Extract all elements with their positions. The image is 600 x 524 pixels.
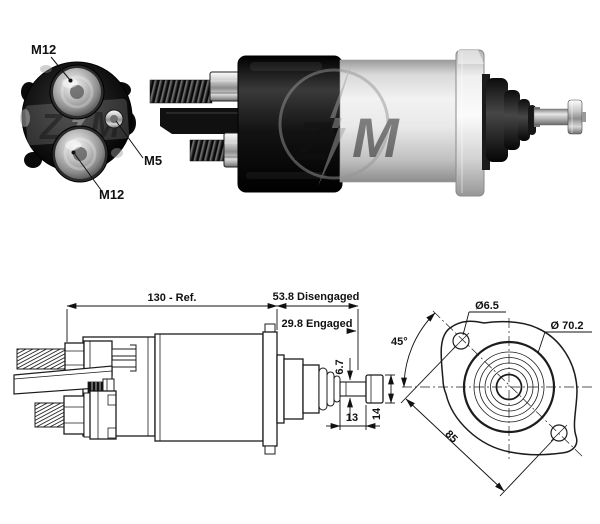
solenoid-body — [339, 59, 461, 183]
drawing-bracket-arm — [13, 365, 113, 395]
side-elevation-dimensions: 130 - Ref. 53.8 Disengaged 29.8 Engaged … — [66, 291, 395, 430]
drawing-flange — [262, 331, 278, 447]
watermark-letter-m: M — [352, 106, 400, 169]
dimension-engaged: 29.8 Engaged — [282, 318, 357, 334]
end-view-drawing — [402, 310, 592, 462]
technical-drawings: 130 - Ref. 53.8 Disengaged 29.8 Engaged … — [13, 291, 592, 497]
drawing-boot — [283, 358, 341, 420]
dimension-rod-diameter: 6.7 — [334, 358, 353, 420]
dim-text-engaged: 29.8 Engaged — [282, 318, 353, 330]
dim-text-rod-length: 13 — [346, 412, 358, 424]
plunger-boot — [482, 74, 536, 170]
lightning-bolt-icon — [318, 62, 352, 186]
lightning-bolt-icon — [66, 96, 86, 148]
product-photos: Z M M12 — [20, 42, 586, 202]
dimension-pilot-diameter: Ø 70.2 — [537, 320, 592, 354]
bolt-hole-top-left — [452, 332, 470, 350]
watermark-letter-z: Z — [294, 109, 332, 172]
end-view-dimensions: 45° Ø6.5 Ø 70.2 85 — [391, 300, 592, 497]
dimension-hole-spacing: 85 — [400, 345, 555, 497]
dim-text-overall: 130 - Ref. — [148, 292, 197, 304]
side-view-photo: Z M — [149, 49, 586, 197]
dimension-hole-diameter: Ø6.5 — [462, 300, 506, 336]
front-view-photo: Z M M12 — [20, 42, 162, 202]
dimension-rod-length: 13 — [326, 400, 380, 430]
drawing-stud-thread — [34, 402, 66, 428]
mounting-flange — [455, 49, 485, 197]
terminal-label: M12 — [31, 42, 56, 57]
dim-text-pilot: Ø 70.2 — [550, 320, 583, 332]
terminal-label: M12 — [99, 187, 124, 202]
dimension-overall-length: 130 - Ref. — [66, 292, 278, 342]
terminal-label: M5 — [144, 153, 162, 168]
rod-end-washer — [567, 99, 583, 135]
threaded-stud-bottom — [189, 139, 229, 162]
leader-dot — [68, 78, 73, 83]
threaded-stud-top — [149, 79, 213, 104]
drawing-terminal-top — [16, 340, 137, 376]
dim-text-spacing: 85 — [443, 428, 460, 445]
label-m12-top: M12 — [31, 42, 73, 83]
label-m5: M5 — [115, 120, 162, 168]
dim-text-tip-diameter: 14 — [371, 407, 383, 420]
drawing-stud-thread — [16, 348, 66, 370]
terminal-stud-bottom — [51, 125, 109, 183]
leader-line — [115, 120, 144, 159]
drawing-rod — [339, 374, 384, 404]
zm-watermark-side: Z M — [278, 62, 400, 186]
leader-line — [73, 152, 102, 191]
drawing-rod-tip — [365, 374, 384, 404]
terminal-stud-top — [49, 64, 105, 120]
side-elevation-drawing — [13, 323, 384, 455]
terminal-stud-m5 — [104, 109, 124, 129]
mounting-bracket — [160, 108, 252, 134]
drawing-terminal-bottom — [34, 390, 117, 440]
dimension-hole-angle: 45° — [391, 312, 436, 388]
bolt-hole-bottom-right — [550, 424, 568, 442]
dim-text-hole: Ø6.5 — [475, 300, 499, 312]
leader-dot — [71, 150, 76, 155]
watermark-circle — [278, 68, 390, 180]
leader-line — [50, 56, 71, 81]
dimension-tip-diameter: 14 — [371, 374, 395, 420]
plunger-rod — [533, 99, 586, 135]
drawing-hex-nut — [63, 395, 85, 435]
dim-text-rod-diameter: 6.7 — [334, 359, 346, 374]
dim-text-disengaged: 53.8 Disengaged — [273, 291, 360, 303]
dimension-disengaged: 53.8 Disengaged — [273, 291, 360, 370]
dim-text-angle: 45° — [391, 336, 408, 348]
label-m12-bottom: M12 — [71, 150, 124, 202]
